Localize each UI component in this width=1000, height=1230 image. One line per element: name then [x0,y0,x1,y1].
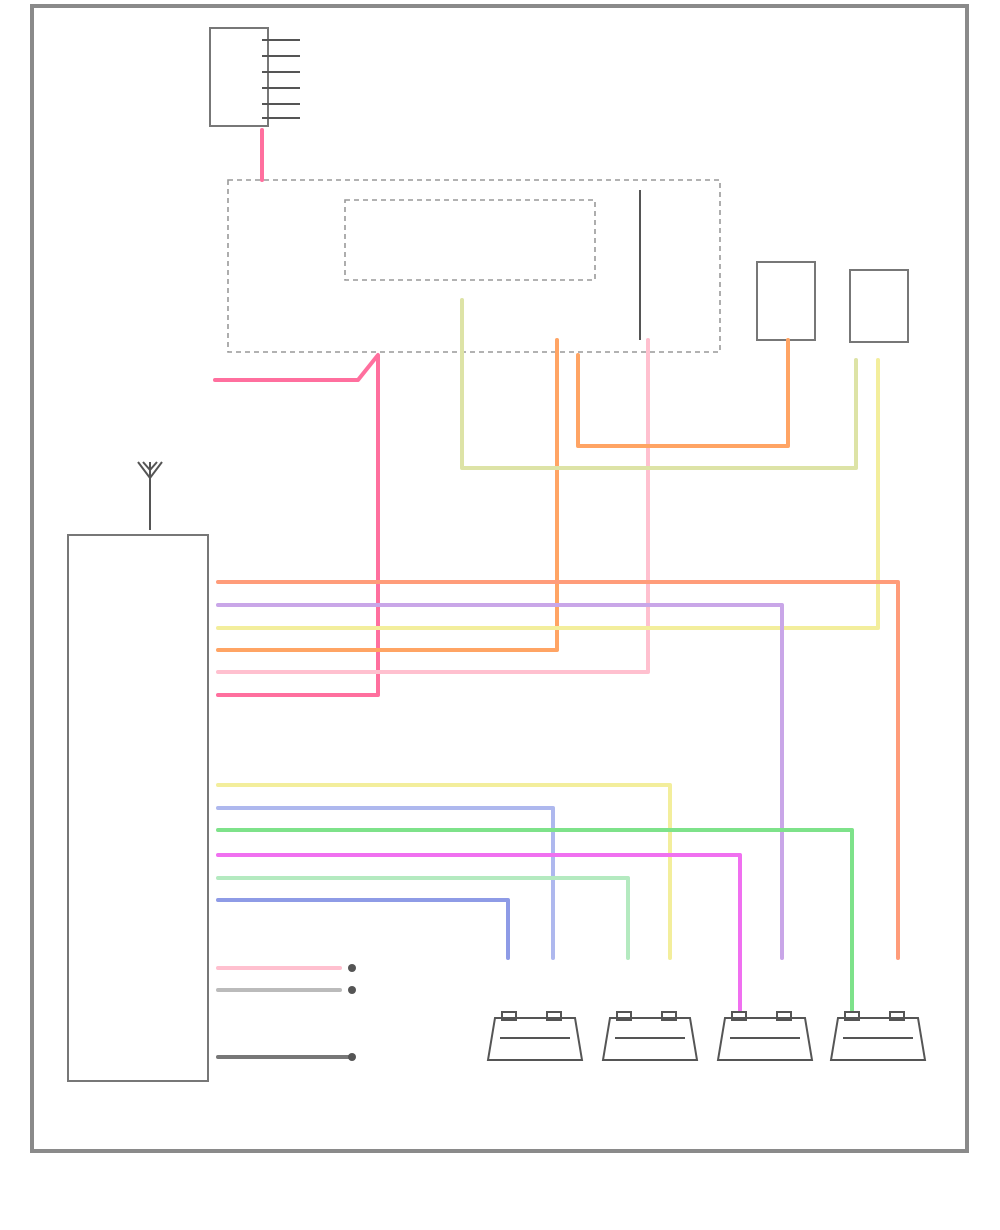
speaker-4 [829,1011,927,1061]
wire-speaker-magenta [216,853,742,1012]
speaker-3 [716,1011,814,1061]
wire-orange-lock [216,338,559,652]
wire-yellow-main [216,358,880,630]
wire-pink-connector [213,353,380,697]
power-switch [756,261,816,341]
ground-dot-2 [348,986,356,994]
door-switch [849,269,909,343]
wire-light-pink [216,338,650,674]
wire-speaker-light-green [216,876,630,960]
wire-speaker-green [216,828,854,1012]
wire-orange-switch [576,338,790,448]
wire-yellow-green [460,298,858,470]
radio-unit [67,534,209,1082]
ground-dot-1 [348,964,356,972]
wire-speaker-yellow [216,783,672,960]
wire-speaker-blue [216,806,555,960]
fuse-block [209,27,300,127]
wire-speaker-blue-dark [216,898,510,960]
speaker-1 [486,1011,584,1061]
wire-salmon [216,580,900,960]
smart-module [227,179,721,353]
speaker-2 [601,1011,699,1061]
antenna-icon [137,461,163,530]
ground-dot-3 [348,1053,356,1061]
diagram-frame [30,4,969,1153]
wire-lavender [216,603,784,960]
